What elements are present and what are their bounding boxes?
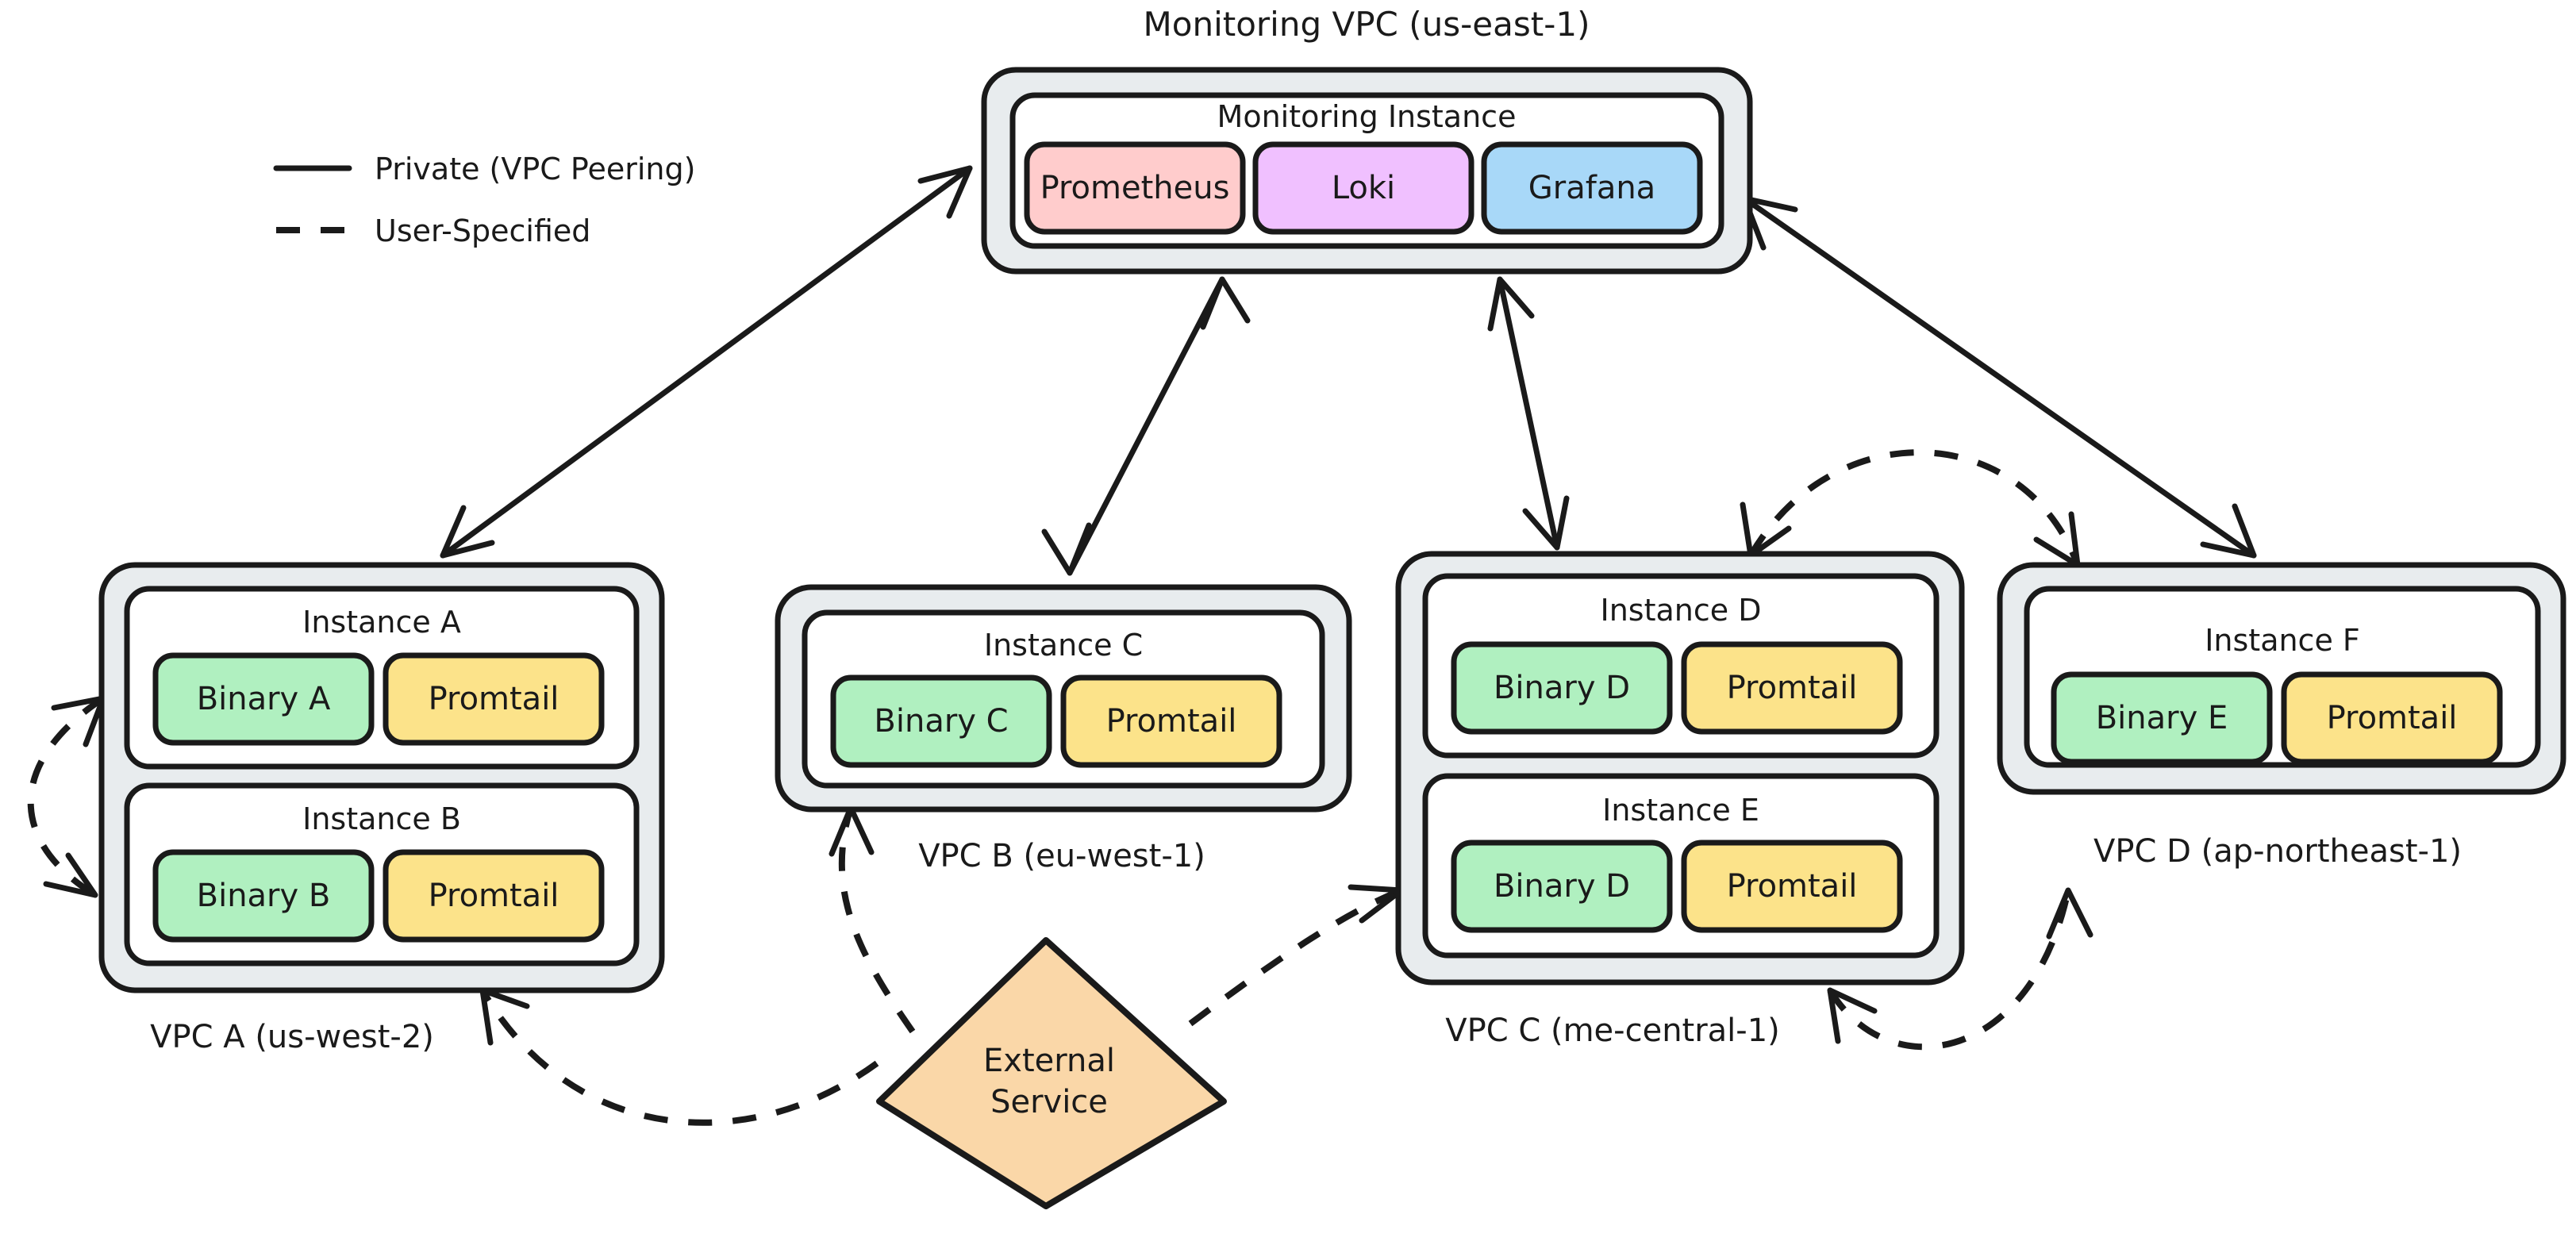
promtail-c-box[interactable] [1060, 674, 1282, 768]
binary-e-box[interactable] [1451, 840, 1673, 933]
edge-monitoring-vpc-b [1041, 276, 1251, 576]
instance-e-label: Instance E [1602, 793, 1759, 828]
vpc-b-group[interactable]: Instance C Binary C Promtail VPC B (eu-w… [775, 584, 1352, 874]
promtail-e-label: Promtail [1727, 868, 1858, 905]
binary-d-box[interactable] [1451, 641, 1673, 735]
vpc-a-label: VPC A (us-west-2) [150, 1019, 434, 1055]
service-prometheus-label: Prometheus [1040, 170, 1230, 206]
binary-c-label: Binary C [874, 703, 1008, 740]
instance-b-label: Instance B [302, 801, 461, 836]
binary-a-box[interactable] [152, 652, 375, 746]
promtail-e-box[interactable] [1681, 840, 1903, 933]
edge-external-vpc-c [1188, 884, 1405, 1027]
binary-e-label: Binary D [1494, 868, 1630, 905]
vpc-d-group[interactable]: Instance F Binary E Promtail VPC D (ap-n… [1997, 562, 2566, 870]
service-loki-label: Loki [1332, 170, 1395, 206]
promtail-b-label: Promtail [429, 878, 559, 914]
promtail-d-box[interactable] [1681, 641, 1903, 735]
service-grafana-box[interactable] [1481, 141, 1703, 235]
monitoring-vpc-label: Monitoring VPC (us-east-1) [1144, 5, 1590, 44]
instance-a-label: Instance A [302, 605, 461, 640]
vpc-c-group[interactable]: Instance D Binary D Promtail Instance E … [1395, 551, 1965, 1049]
service-grafana-label: Grafana [1528, 170, 1655, 206]
service-loki-box[interactable] [1252, 141, 1474, 235]
vpc-b-label: VPC B (eu-west-1) [918, 838, 1205, 874]
promtail-d-label: Promtail [1727, 670, 1858, 706]
promtail-f-label: Promtail [2327, 700, 2458, 736]
binary-f-box[interactable] [2051, 671, 2273, 765]
edge-monitoring-vpc-d [1741, 195, 2257, 559]
monitoring-vpc-group[interactable]: Monitoring VPC (us-east-1) Monitoring In… [981, 5, 1753, 275]
instance-d-label: Instance D [1601, 593, 1762, 628]
external-service-diamond[interactable] [876, 937, 1227, 1209]
binary-b-label: Binary B [197, 878, 331, 914]
promtail-a-box[interactable] [383, 652, 605, 746]
instance-f-label: Instance F [2205, 623, 2360, 658]
vpc-c-label: VPC C (me-central-1) [1445, 1013, 1780, 1049]
vpc-d-label: VPC D (ap-northeast-1) [2093, 833, 2462, 870]
binary-f-label: Binary E [2096, 700, 2228, 736]
binary-d-label: Binary D [1494, 670, 1630, 706]
edge-vpc-c-vpc-d-upper [1740, 449, 2081, 568]
edge-monitoring-vpc-c [1487, 276, 1570, 551]
legend: Private (VPC Peering) User-Specified [273, 152, 695, 248]
binary-a-label: Binary A [197, 681, 331, 717]
edge-vpc-c-vpc-d-lower [1827, 887, 2093, 1051]
promtail-c-label: Promtail [1106, 703, 1237, 740]
vpc-a-group[interactable]: Instance A Binary A Promtail Instance B … [98, 562, 665, 1055]
legend-item-private-label: Private (VPC Peering) [375, 152, 695, 186]
legend-item-user-specified-label: User-Specified [375, 213, 590, 248]
monitoring-instance-label: Monitoring Instance [1217, 99, 1517, 134]
edge-monitoring-vpc-a [440, 165, 973, 559]
service-prometheus-box[interactable] [1024, 141, 1246, 235]
external-service-group[interactable]: External Service [876, 937, 1227, 1209]
promtail-b-box[interactable] [383, 849, 605, 943]
edge-external-vpc-b [829, 805, 916, 1034]
external-service-label-line2: Service [990, 1084, 1108, 1120]
instance-c-label: Instance C [984, 628, 1143, 663]
promtail-f-box[interactable] [2281, 671, 2503, 765]
binary-c-box[interactable] [830, 674, 1052, 768]
promtail-a-label: Promtail [429, 681, 559, 717]
external-service-label-line1: External [983, 1043, 1115, 1079]
binary-b-box[interactable] [152, 849, 375, 943]
